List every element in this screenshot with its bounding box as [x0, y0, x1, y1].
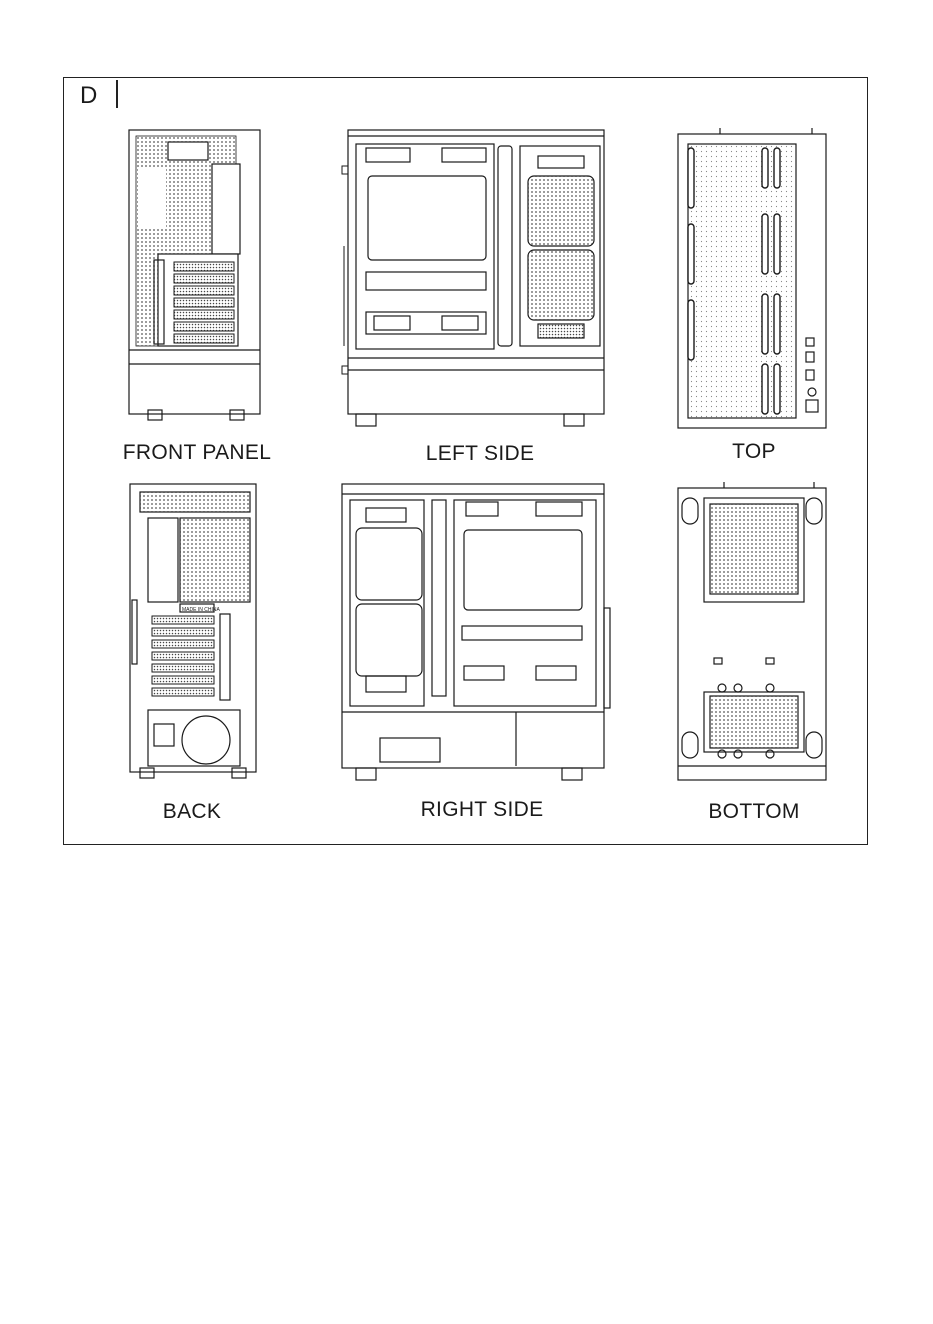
back-view: MADE IN CHINA: [126, 482, 260, 782]
section-letter-divider: [116, 80, 118, 108]
left-side-caption: LEFT SIDE: [400, 442, 560, 466]
top-view: [674, 124, 830, 432]
back-caption: BACK: [132, 800, 252, 824]
top-caption: TOP: [704, 440, 804, 464]
bottom-view: [674, 478, 830, 784]
bottom-caption: BOTTOM: [692, 800, 816, 824]
front-panel-view: [128, 128, 262, 424]
front-panel-caption: FRONT PANEL: [112, 441, 282, 465]
right-side-caption: RIGHT SIDE: [402, 798, 562, 822]
left-side-view: [338, 126, 614, 428]
made-in-china-label: MADE IN CHINA: [182, 607, 220, 613]
section-letter: D: [80, 82, 97, 110]
right-side-view: [336, 480, 616, 782]
